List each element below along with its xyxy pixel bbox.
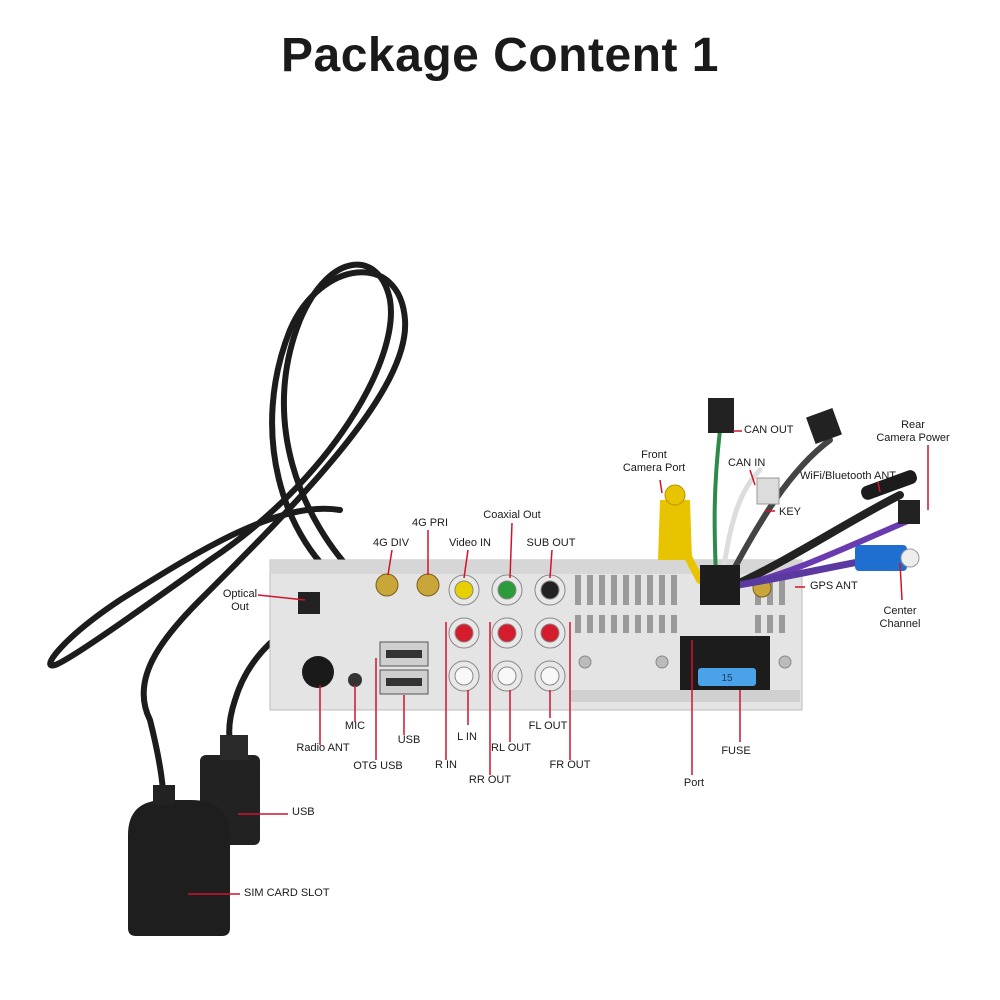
label-4g-pri: 4G PRI [411,517,449,529]
label-fuse: FUSE [721,745,751,757]
wifi-bt-antenna [861,470,917,500]
label-rl-out: RL OUT [491,742,531,754]
label-gps-ant: GPS ANT [810,580,858,592]
label-wifi-bt-ant: WiFi/Bluetooth ANT [800,470,896,482]
harness-bundle [700,565,740,605]
label-fr-out: FR OUT [549,759,591,771]
label-port: Port [683,777,705,789]
label-video-in: Video IN [449,537,491,549]
can-in-connector [806,408,842,444]
sim-card-slot-block [128,800,230,936]
page-title: Package Content 1 [281,29,719,82]
label-r-in: R IN [435,759,457,771]
label-key: KEY [779,506,802,518]
label-mic: MIC [344,720,366,732]
label-coaxial-out: Coaxial Out [483,509,541,521]
label-radio-ant: Radio ANT [296,742,350,754]
can-out-connector [708,398,734,433]
label-sub-out: SUB OUT [526,537,576,549]
label-rear-camera-power: Rear Camera Power [876,419,950,444]
front-camera-rca [658,500,692,560]
label-4g-div: 4G DIV [372,537,410,549]
label-front-camera-port: Front Camera Port [622,449,686,474]
label-rr-out: RR OUT [468,774,512,786]
label-l-in: L IN [457,731,477,743]
key-connector [756,477,780,505]
center-channel-rca [855,545,907,571]
label-can-in: CAN IN [728,457,766,469]
fuse-value: 15 [721,673,733,684]
rear-camera-power [898,500,920,524]
label-can-out: CAN OUT [744,424,794,436]
label-otg-usb: OTG USB [353,760,403,772]
label-usb-cable: USB [292,806,315,818]
label-sim-card-slot: SIM CARD SLOT [244,887,330,899]
leader-lines [188,430,929,895]
label-fl-out: FL OUT [528,720,568,732]
label-center-channel: Center Channel [879,605,921,630]
label-optical-out: Optical Out [222,588,258,613]
label-usb-port: USB [397,734,421,746]
